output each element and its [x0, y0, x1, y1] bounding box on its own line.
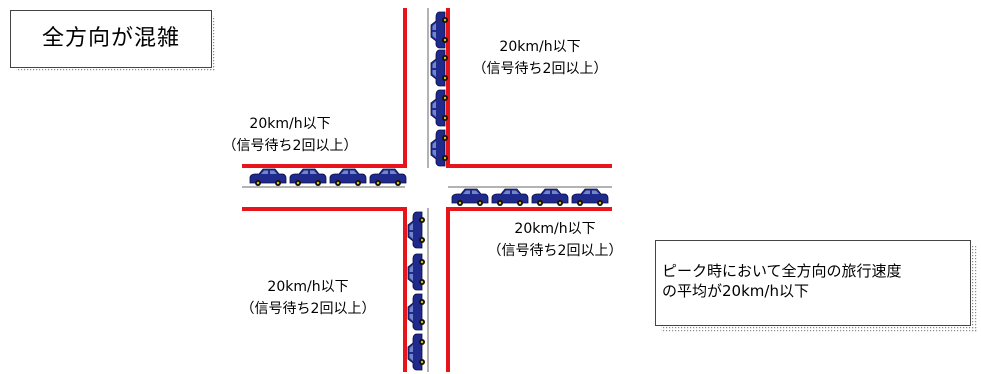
car-east-3	[531, 188, 569, 207]
car-north-3	[430, 89, 449, 127]
title-box-shadow-bottom	[16, 66, 216, 72]
car-north-4	[430, 129, 449, 167]
car-west-3	[329, 168, 367, 187]
label-south-signal: （信号待ち2回以上）	[240, 301, 376, 317]
car-south-3	[407, 293, 426, 331]
label-north-speed: 20km/h以下	[499, 39, 581, 55]
note-line-1: ピーク時において全方向の旅行速度	[662, 262, 902, 280]
label-east-speed: 20km/h以下	[514, 221, 596, 237]
note-line-2: の平均が20km/h以下	[662, 282, 809, 300]
curb-northwest	[242, 8, 407, 168]
title-text: 全方向が混雑	[41, 26, 180, 51]
label-east: 20km/h以下 （信号待ち2回以上）	[465, 218, 645, 262]
label-west: 20km/h以下 （信号待ち2回以上）	[200, 113, 380, 157]
label-north: 20km/h以下 （信号待ち2回以上）	[450, 36, 630, 80]
car-north-2	[430, 49, 449, 87]
label-west-speed: 20km/h以下	[249, 116, 331, 132]
label-north-signal: （信号待ち2回以上）	[472, 61, 608, 77]
curb-southwest	[242, 207, 407, 372]
label-south-speed: 20km/h以下	[267, 279, 349, 295]
title-box: 全方向が混雑	[10, 10, 212, 68]
car-west-4	[369, 168, 407, 187]
car-east-4	[571, 188, 609, 207]
title-box-shadow-right	[210, 16, 216, 72]
label-west-signal: （信号待ち2回以上）	[222, 138, 358, 154]
curb-northeast	[446, 8, 612, 168]
note-box-shadow-right	[971, 246, 977, 332]
note-box: ピーク時において全方向の旅行速度 の平均が20km/h以下	[655, 240, 971, 326]
car-north-1	[430, 11, 449, 49]
car-south-2	[407, 253, 426, 291]
label-south: 20km/h以下 （信号待ち2回以上）	[218, 276, 398, 320]
car-south-1	[407, 211, 426, 249]
label-east-signal: （信号待ち2回以上）	[487, 243, 623, 259]
car-west-2	[289, 168, 327, 187]
note-box-shadow-bottom	[661, 326, 977, 332]
car-west-1	[249, 168, 287, 187]
car-south-4	[407, 333, 426, 371]
curb-southeast	[446, 207, 612, 372]
car-east-2	[491, 188, 529, 207]
car-east-1	[451, 188, 489, 207]
